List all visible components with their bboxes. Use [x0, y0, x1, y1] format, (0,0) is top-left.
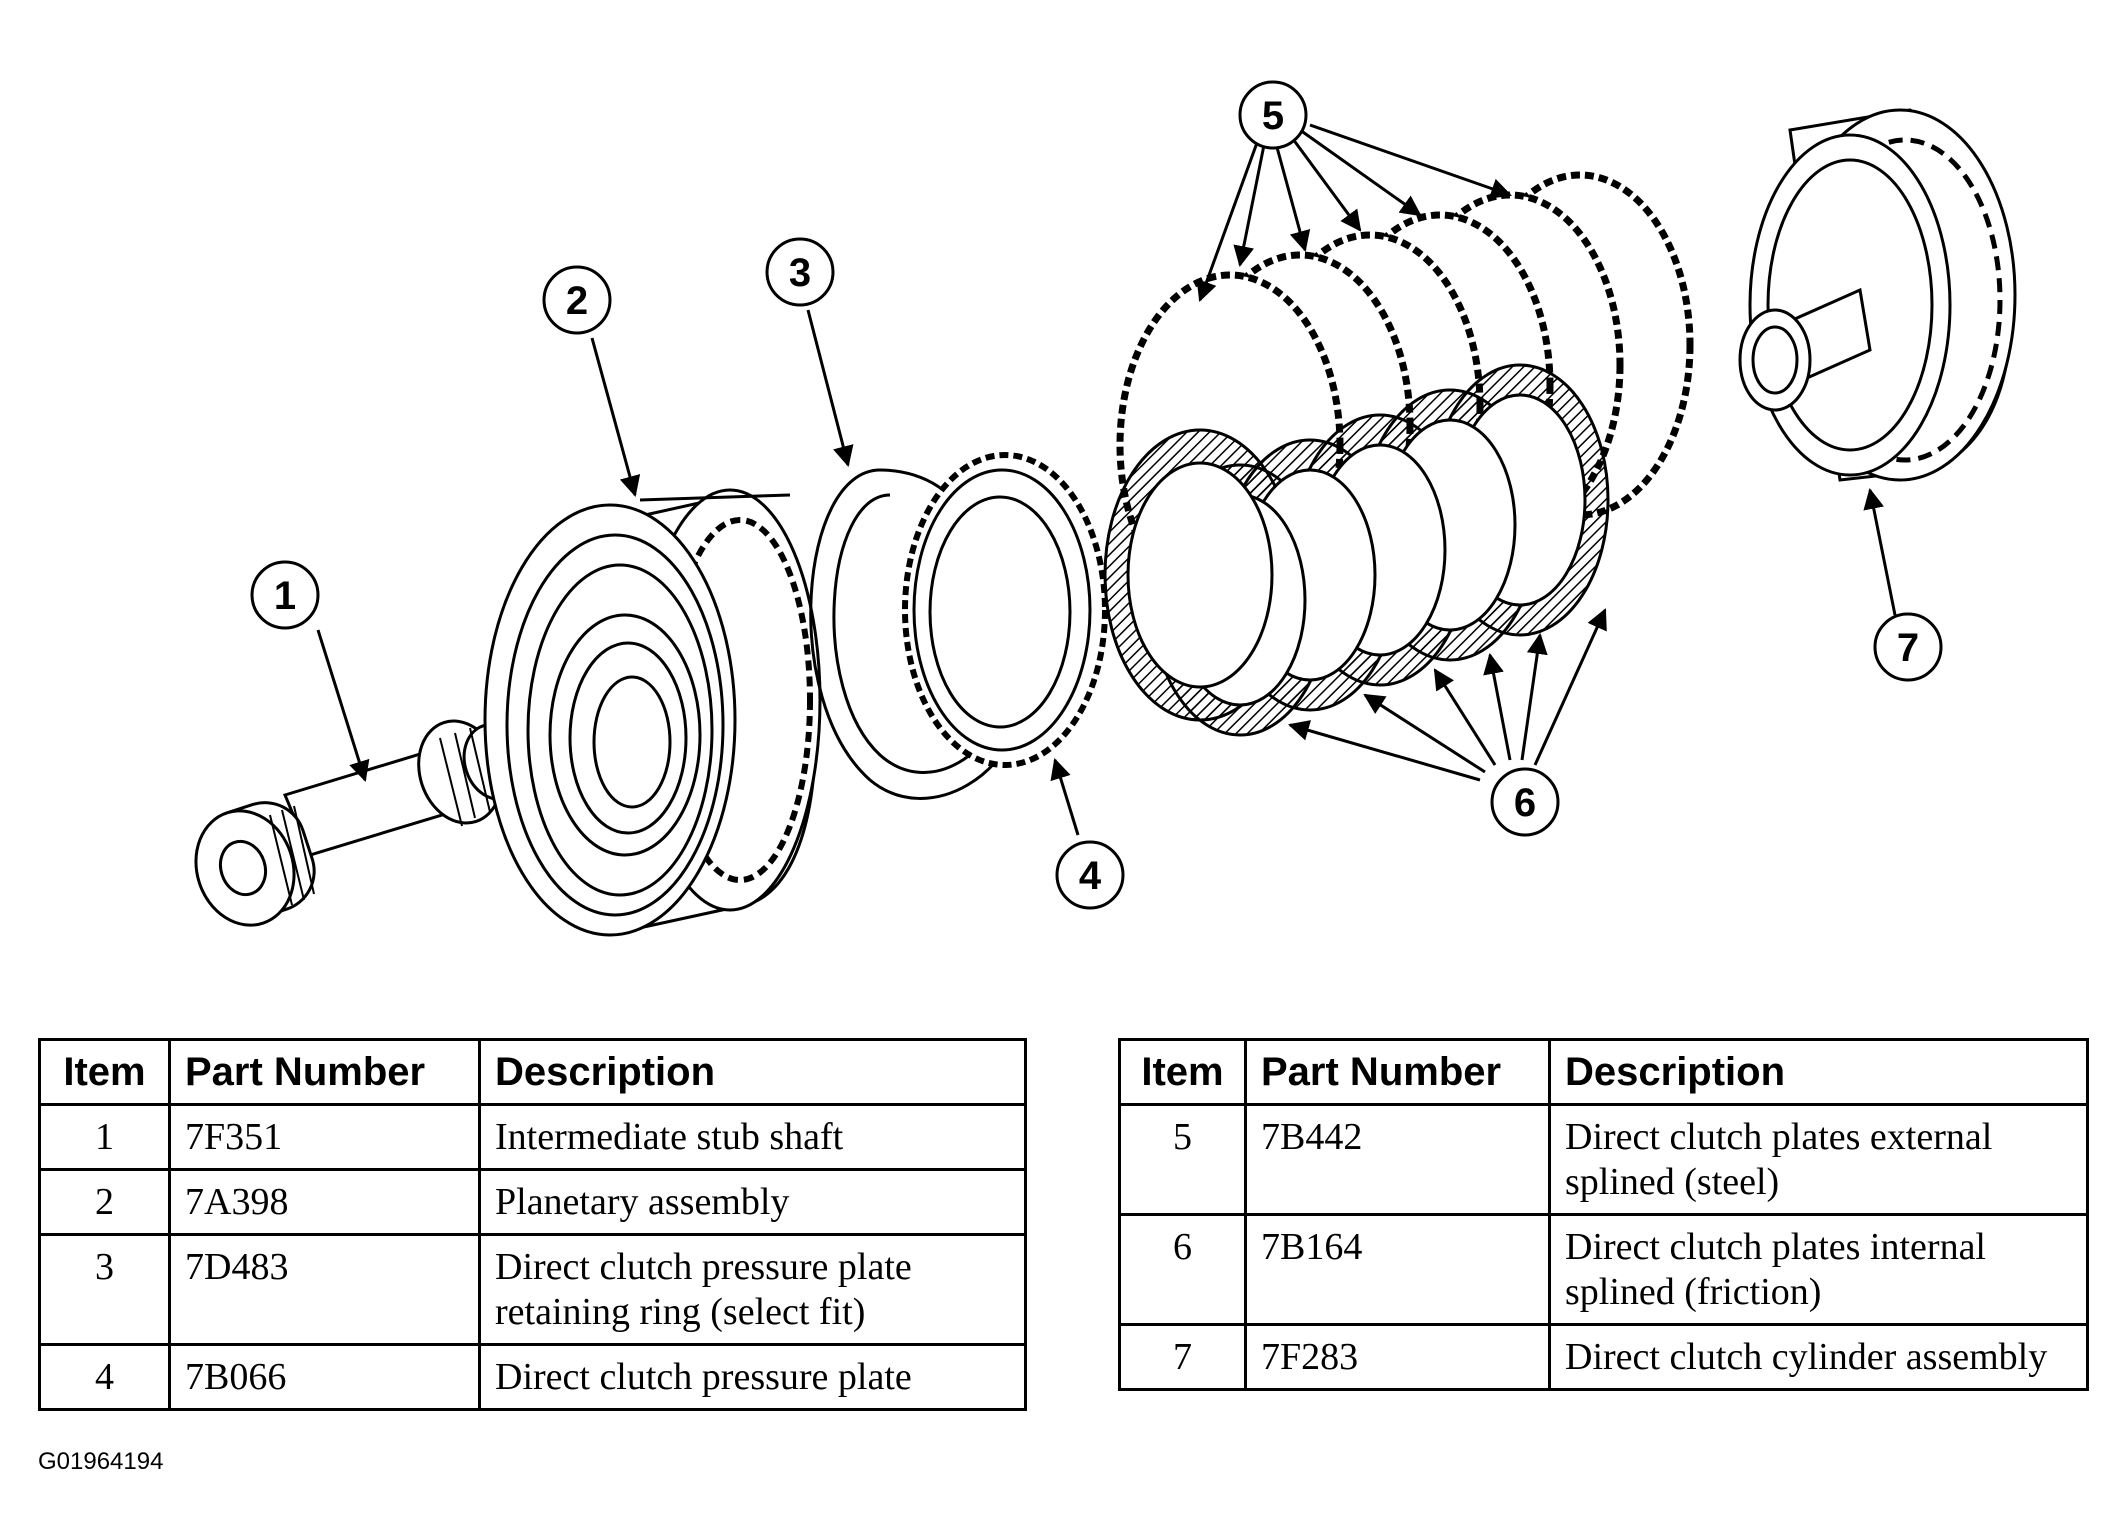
- header-item: Item: [1118, 1038, 1247, 1106]
- callout-1: 1: [250, 560, 320, 630]
- callout-3: 3: [765, 237, 835, 307]
- cell-item: 7: [1118, 1323, 1247, 1391]
- cell-description: Direct clutch plates internal splined (f…: [1548, 1213, 2089, 1326]
- cell-part-number: 7B066: [168, 1343, 481, 1411]
- svg-text:4: 4: [1079, 854, 1102, 898]
- svg-text:3: 3: [789, 251, 811, 295]
- cell-description: Intermediate stub shaft: [478, 1103, 1027, 1171]
- cell-description: Direct clutch pressure plate: [478, 1343, 1027, 1411]
- cell-part-number: 7D483: [168, 1233, 481, 1346]
- exploded-view-diagram: 1 2 3 4 5 6 7: [194, 80, 2017, 937]
- clutch-plate-stack: [1103, 171, 1694, 737]
- pressure-plate: [902, 452, 1108, 768]
- header-description: Description: [1548, 1038, 2089, 1106]
- cell-description: Direct clutch plates external splined (s…: [1548, 1103, 2089, 1216]
- table-row: 1 7F351 Intermediate stub shaft: [38, 1103, 1027, 1171]
- figure-id: G01964194: [38, 1448, 164, 1475]
- table-row: 4 7B066 Direct clutch pressure plate: [38, 1343, 1027, 1411]
- cell-item: 6: [1118, 1213, 1247, 1326]
- table-row: 6 7B164 Direct clutch plates internal sp…: [1118, 1213, 2089, 1326]
- header-item: Item: [38, 1038, 171, 1106]
- header-description: Description: [478, 1038, 1027, 1106]
- svg-text:7: 7: [1897, 626, 1919, 670]
- header-part-number: Part Number: [1244, 1038, 1551, 1106]
- cell-part-number: 7F283: [1244, 1323, 1551, 1391]
- stub-shaft: [194, 719, 528, 927]
- callout-6: 6: [1490, 767, 1560, 837]
- table-row: 5 7B442 Direct clutch plates external sp…: [1118, 1103, 2089, 1216]
- cell-description: Planetary assembly: [478, 1168, 1027, 1236]
- callout-2: 2: [542, 265, 612, 335]
- table-header-row: Item Part Number Description: [38, 1038, 1027, 1106]
- header-part-number: Part Number: [168, 1038, 481, 1106]
- cell-part-number: 7A398: [168, 1168, 481, 1236]
- cell-description: Direct clutch cylinder assembly: [1548, 1323, 2089, 1391]
- parts-table-left: Item Part Number Description 1 7F351 Int…: [38, 1038, 1027, 1411]
- table-row: 7 7F283 Direct clutch cylinder assembly: [1118, 1323, 2089, 1391]
- cell-part-number: 7B164: [1244, 1213, 1551, 1326]
- table-row: 2 7A398 Planetary assembly: [38, 1168, 1027, 1236]
- cell-part-number: 7F351: [168, 1103, 481, 1171]
- cell-item: 5: [1118, 1103, 1247, 1216]
- callout-5: 5: [1238, 80, 1308, 150]
- callout-7: 7: [1873, 612, 1943, 682]
- parts-table-right: Item Part Number Description 5 7B442 Dir…: [1118, 1038, 2089, 1391]
- table-header-row: Item Part Number Description: [1118, 1038, 2089, 1106]
- svg-text:6: 6: [1514, 781, 1536, 825]
- cell-item: 3: [38, 1233, 171, 1346]
- cell-item: 2: [38, 1168, 171, 1236]
- cell-part-number: 7B442: [1244, 1103, 1551, 1216]
- cell-item: 4: [38, 1343, 171, 1411]
- callout-4: 4: [1055, 840, 1125, 910]
- clutch-cylinder: [1738, 108, 2017, 482]
- cell-description: Direct clutch pressure plate retaining r…: [478, 1233, 1027, 1346]
- planetary-assembly: [483, 488, 822, 937]
- cell-item: 1: [38, 1103, 171, 1171]
- svg-text:5: 5: [1262, 94, 1284, 138]
- svg-text:2: 2: [566, 279, 588, 323]
- table-row: 3 7D483 Direct clutch pressure plate ret…: [38, 1233, 1027, 1346]
- svg-text:1: 1: [274, 574, 296, 618]
- leader-lines: [316, 123, 1897, 836]
